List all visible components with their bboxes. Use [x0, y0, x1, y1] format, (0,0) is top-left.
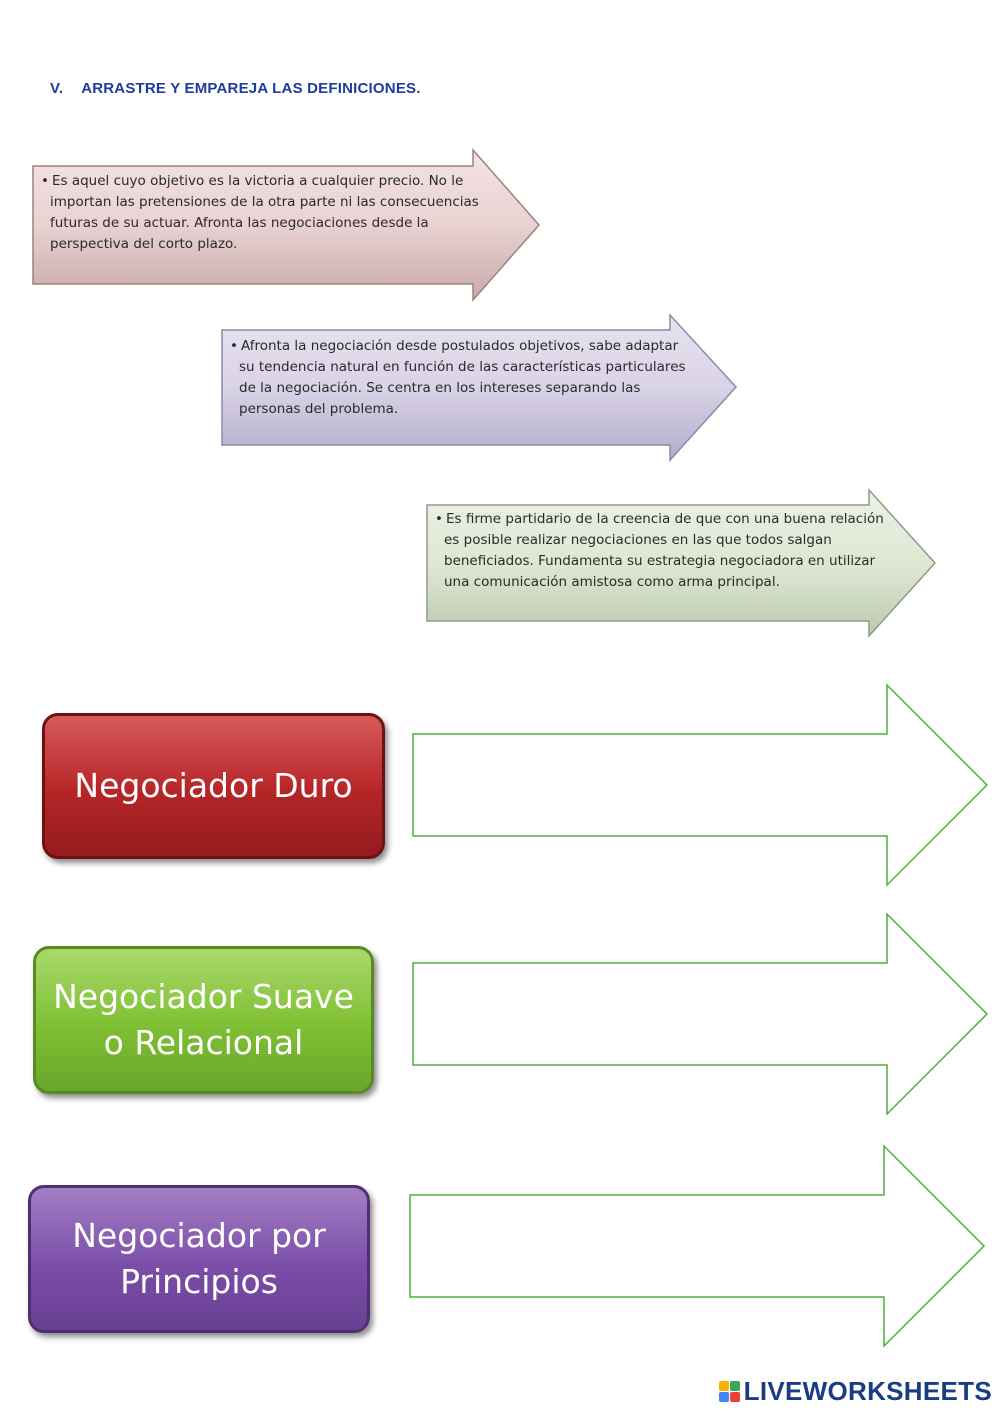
definition-text-1: Es aquel cuyo objetivo es la victoria a … — [40, 171, 498, 255]
exercise-number: V. — [50, 80, 64, 97]
category-negociador-duro: Negociador Duro — [42, 713, 385, 859]
drop-zone-arrow-2[interactable] — [410, 912, 990, 1117]
exercise-instruction: ARRASTRE Y EMPAREJA LAS DEFINICIONES. — [81, 80, 421, 97]
liveworksheets-brand: LIVEWORKSHEETS — [718, 1376, 992, 1407]
definition-card-2[interactable]: Afronta la negociación desde postulados … — [221, 313, 738, 462]
category-negociador-principios: Negociador por Principios — [28, 1185, 370, 1333]
brand-name: LIVEWORKSHEETS — [743, 1376, 992, 1406]
category-label-2-line-1: Negociador Suave — [53, 977, 354, 1016]
category-label-2-line-2: o Relacional — [103, 1023, 304, 1062]
drop-zone-arrow-1[interactable] — [410, 683, 990, 888]
exercise-title: V. ARRASTRE Y EMPAREJA LAS DEFINICIONES. — [50, 80, 421, 97]
definition-text-3: Es firme partidario de la creencia de qu… — [434, 509, 896, 593]
liveworksheets-logo-icon — [718, 1381, 740, 1402]
definition-card-3[interactable]: Es firme partidario de la creencia de qu… — [426, 488, 937, 638]
category-label-3-line-2: Principios — [120, 1262, 278, 1301]
definition-card-1[interactable]: Es aquel cuyo objetivo es la victoria a … — [32, 148, 540, 302]
category-label-3-line-1: Negociador por — [72, 1216, 326, 1255]
drop-zone-arrow-3[interactable] — [407, 1144, 987, 1349]
category-label-1-line-1: Negociador Duro — [74, 766, 353, 805]
definition-text-2: Afronta la negociación desde postulados … — [229, 336, 697, 420]
category-negociador-suave: Negociador Suave o Relacional — [33, 946, 374, 1094]
